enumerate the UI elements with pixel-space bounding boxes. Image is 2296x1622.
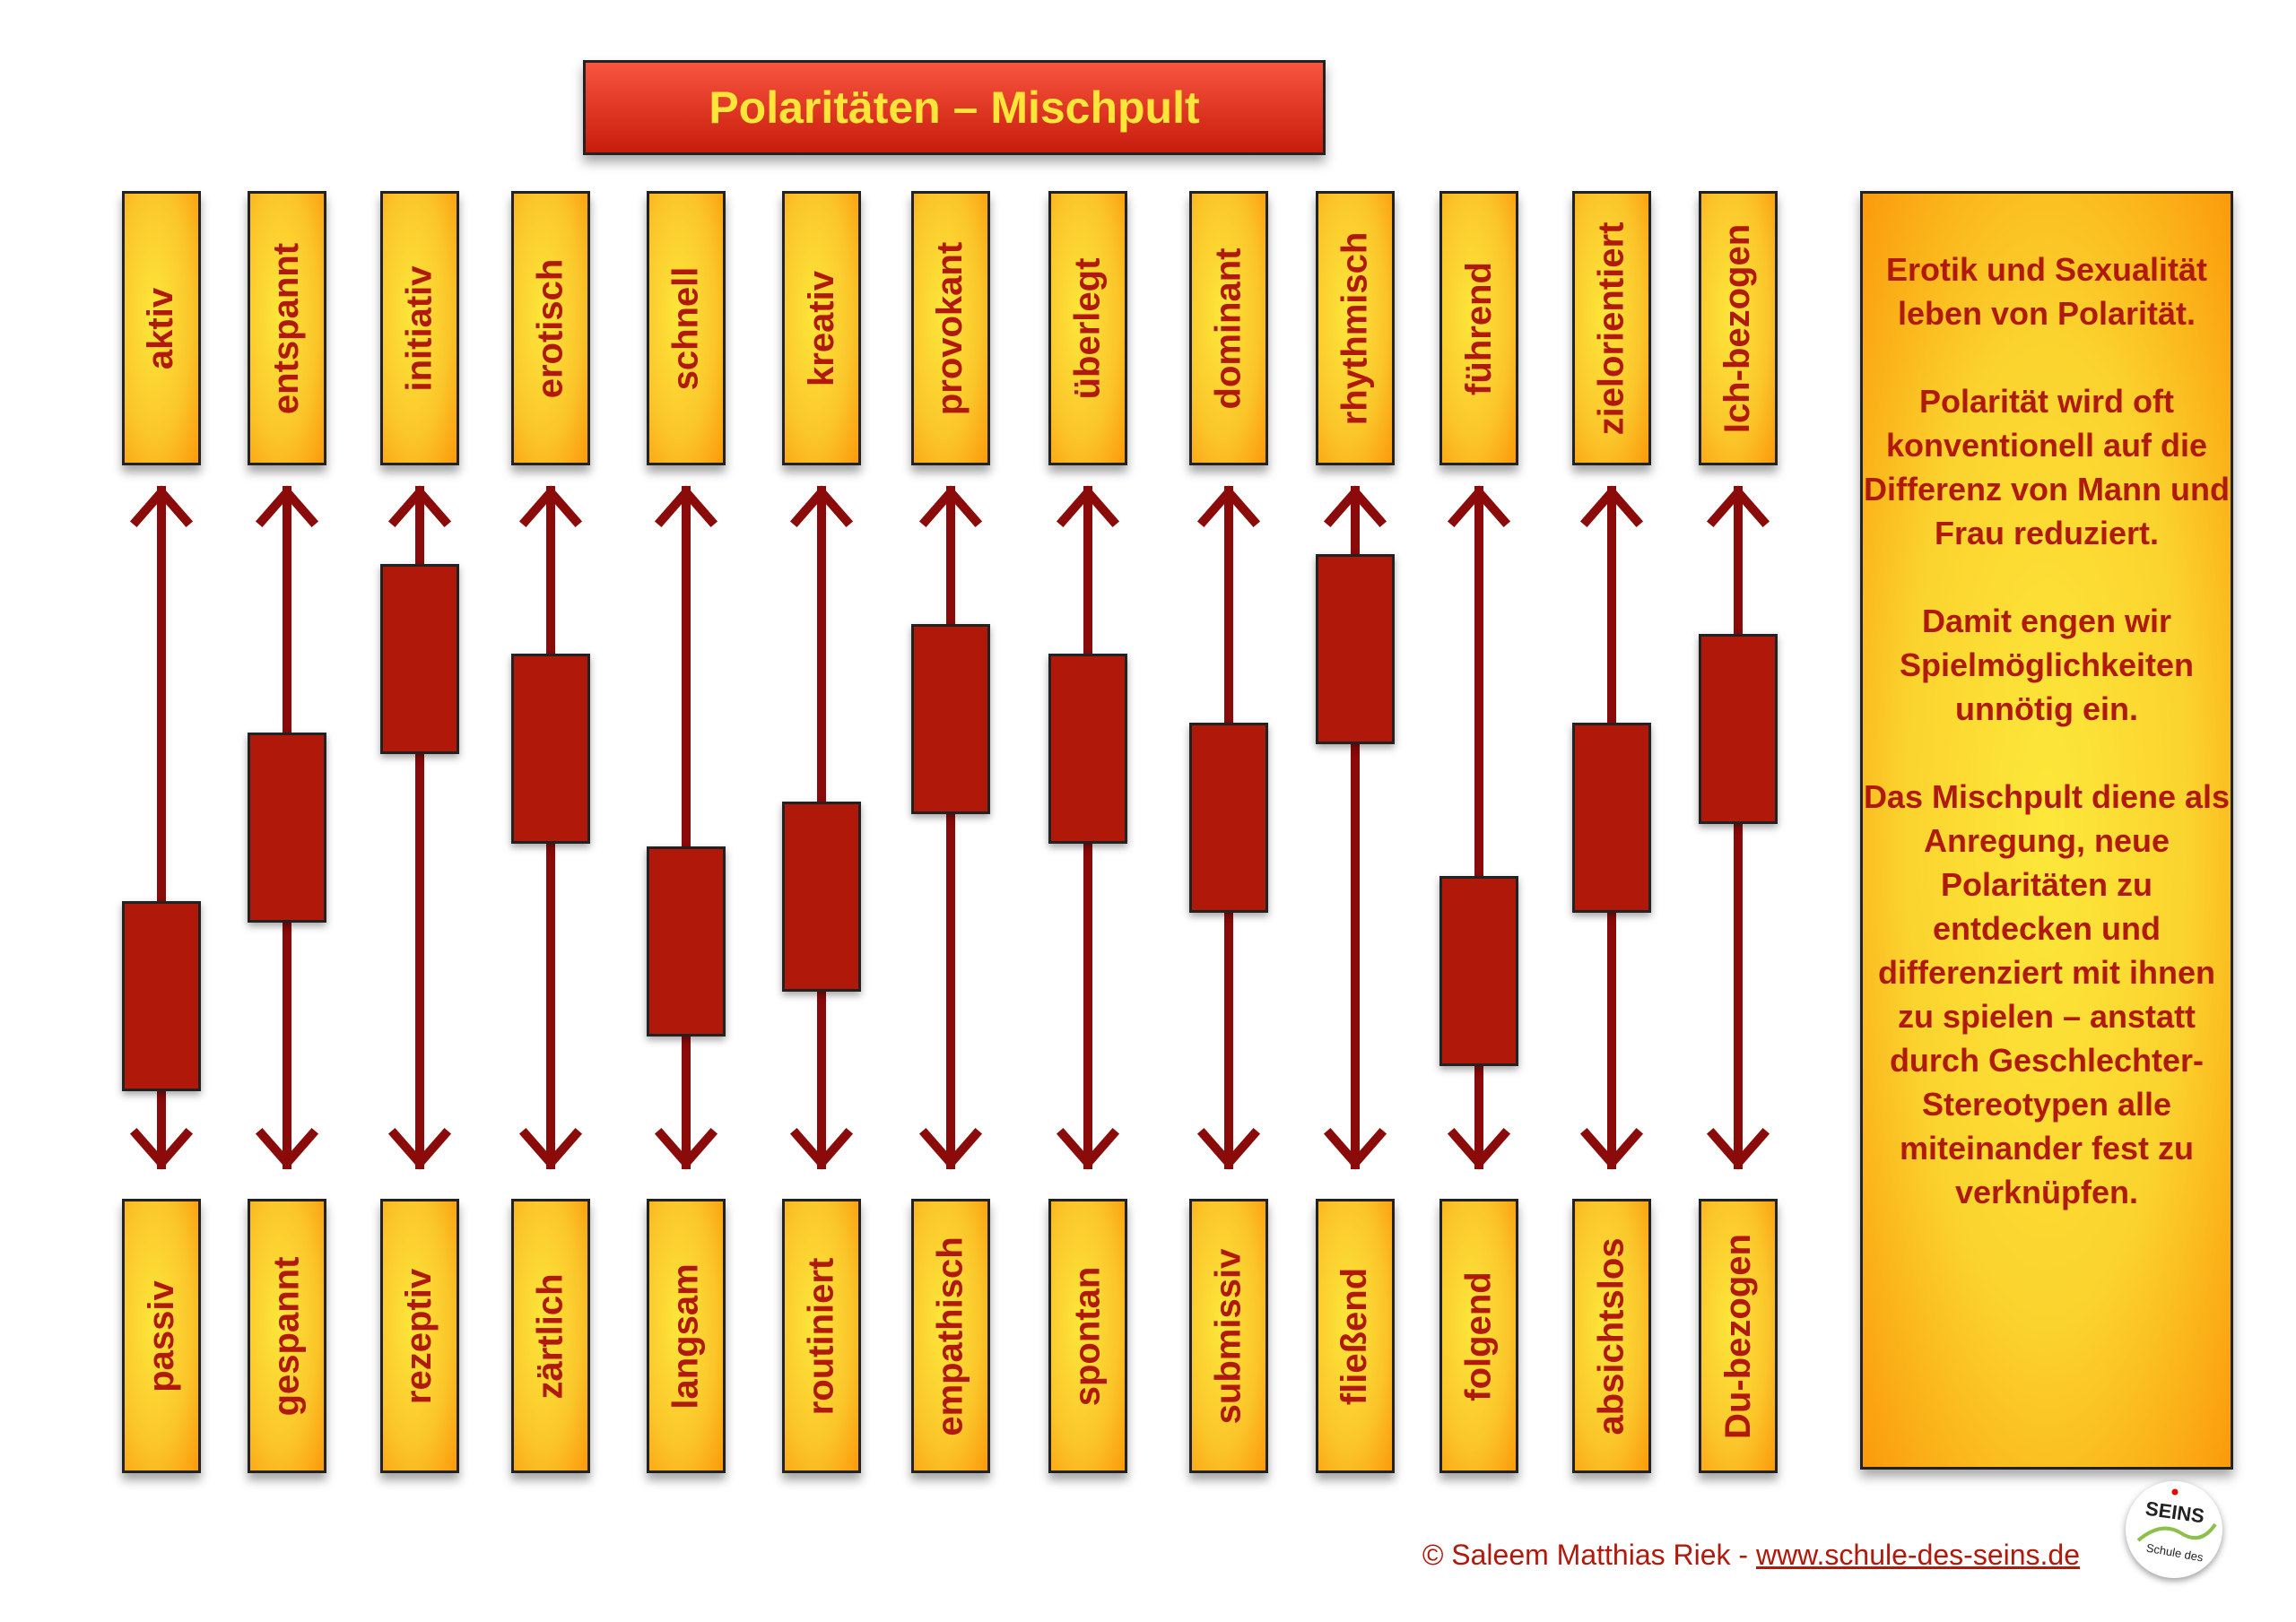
- bottom-pole-text: routiniert: [801, 1257, 841, 1415]
- fader-slider[interactable]: [911, 623, 990, 814]
- top-pole-label: erotisch: [511, 191, 590, 465]
- bottom-pole-text: absichtslos: [1591, 1236, 1631, 1436]
- panel-paragraph: Damit engen wir Spielmöglichkeiten unnöt…: [1899, 603, 2195, 727]
- bottom-pole-label: submissiv: [1189, 1199, 1268, 1473]
- top-pole-label: rhythmisch: [1316, 191, 1395, 465]
- top-pole-label: initiativ: [380, 191, 459, 465]
- panel-paragraph: Erotik und Sexualität leben von Polaritä…: [1885, 251, 2208, 332]
- panel-paragraph: Polarität wird oft konventionell auf die…: [1864, 383, 2230, 551]
- fader-slider[interactable]: [647, 846, 726, 1037]
- fader-slider[interactable]: [1439, 876, 1518, 1067]
- top-pole-text: provokant: [930, 241, 970, 415]
- top-pole-label: überlegt: [1048, 191, 1127, 465]
- top-pole-text: dominant: [1208, 247, 1248, 409]
- title-text: Polaritäten – Mischpult: [709, 82, 1200, 133]
- top-pole-text: rhythmisch: [1335, 231, 1375, 425]
- logo-icon: SEINS Schule des: [2136, 1488, 2217, 1565]
- bottom-pole-text: passiv: [141, 1279, 181, 1392]
- fader-slider[interactable]: [782, 802, 861, 993]
- bottom-pole-label: passiv: [122, 1199, 201, 1473]
- fader-slider[interactable]: [1699, 633, 1778, 824]
- top-pole-text: zielorientiert: [1591, 221, 1631, 435]
- bottom-pole-text: folgend: [1458, 1271, 1499, 1401]
- website-link[interactable]: www.schule-des-seins.de: [1755, 1539, 2080, 1571]
- top-pole-text: entspannt: [266, 242, 307, 414]
- fader-slider[interactable]: [511, 653, 590, 844]
- top-pole-label: entspannt: [248, 191, 326, 465]
- bottom-pole-label: Du-bezogen: [1699, 1199, 1778, 1473]
- top-pole-text: initiativ: [399, 265, 439, 392]
- top-pole-label: provokant: [911, 191, 990, 465]
- top-pole-text: schnell: [665, 266, 706, 390]
- fader-slider[interactable]: [248, 733, 326, 923]
- fader-slider[interactable]: [380, 564, 459, 755]
- fader-slider[interactable]: [1189, 722, 1268, 913]
- bottom-pole-label: folgend: [1439, 1199, 1518, 1473]
- top-pole-text: erotisch: [530, 258, 570, 398]
- top-pole-text: überlegt: [1067, 257, 1108, 399]
- top-pole-label: kreativ: [782, 191, 861, 465]
- top-pole-label: dominant: [1189, 191, 1268, 465]
- bottom-pole-text: fließend: [1335, 1267, 1375, 1405]
- panel-paragraph: Das Mischpult diene als Anregung, neue P…: [1863, 778, 2231, 1210]
- double-arrow-icon: [1706, 485, 1770, 1170]
- bottom-pole-label: routiniert: [782, 1199, 861, 1473]
- bottom-pole-text: spontan: [1067, 1266, 1108, 1406]
- bottom-pole-text: Du-bezogen: [1718, 1233, 1758, 1439]
- fader-slider[interactable]: [1048, 653, 1127, 844]
- bottom-pole-text: gespannt: [266, 1256, 307, 1416]
- top-pole-text: führend: [1458, 261, 1499, 395]
- info-panel: Erotik und Sexualität leben von Polaritä…: [1860, 191, 2233, 1470]
- page-title: Polaritäten – Mischpult: [583, 60, 1326, 155]
- copyright-text: © Saleem Matthias Riek -: [1422, 1539, 1756, 1571]
- bottom-pole-text: rezeptiv: [399, 1268, 439, 1404]
- bottom-pole-text: empathisch: [930, 1236, 970, 1436]
- fader-slider[interactable]: [122, 900, 201, 1091]
- bottom-pole-label: zärtlich: [511, 1199, 590, 1473]
- double-arrow-icon: [654, 485, 718, 1170]
- svg-text:Schule des: Schule des: [2145, 1541, 2205, 1565]
- footer: © Saleem Matthias Riek - www.schule-des-…: [1422, 1539, 2080, 1572]
- top-pole-label: Ich-bezogen: [1699, 191, 1778, 465]
- double-arrow-icon: [918, 485, 983, 1170]
- double-arrow-icon: [1447, 485, 1511, 1170]
- bottom-pole-label: gespannt: [248, 1199, 326, 1473]
- top-pole-text: aktiv: [141, 287, 181, 369]
- top-pole-label: führend: [1439, 191, 1518, 465]
- svg-text:SEINS: SEINS: [2144, 1497, 2206, 1528]
- bottom-pole-label: langsam: [647, 1199, 726, 1473]
- top-pole-label: schnell: [647, 191, 726, 465]
- bottom-pole-label: fließend: [1316, 1199, 1395, 1473]
- top-pole-text: Ich-bezogen: [1718, 223, 1758, 433]
- bottom-pole-label: absichtslos: [1572, 1199, 1651, 1473]
- bottom-pole-label: rezeptiv: [380, 1199, 459, 1473]
- bottom-pole-label: empathisch: [911, 1199, 990, 1473]
- bottom-pole-label: spontan: [1048, 1199, 1127, 1473]
- fader-slider[interactable]: [1572, 722, 1651, 913]
- fader-slider[interactable]: [1316, 554, 1395, 745]
- bottom-pole-text: langsam: [665, 1262, 706, 1409]
- top-pole-label: aktiv: [122, 191, 201, 465]
- top-pole-label: zielorientiert: [1572, 191, 1651, 465]
- bottom-pole-text: submissiv: [1208, 1248, 1248, 1424]
- school-logo: SEINS Schule des: [2126, 1481, 2222, 1578]
- bottom-pole-text: zärtlich: [530, 1272, 570, 1400]
- top-pole-text: kreativ: [801, 270, 841, 386]
